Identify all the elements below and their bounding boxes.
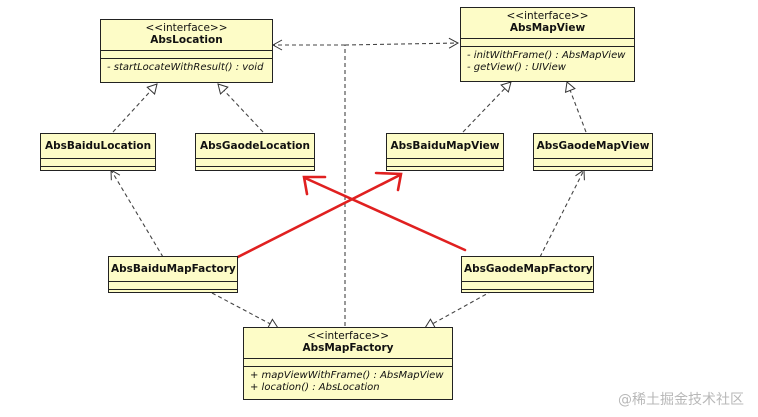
dependency-to-absmapview [344, 37, 460, 49]
operations-section: - startLocateWithResult() : void [101, 58, 272, 77]
red-arrow-baidu-factory-to-baidu-mapview [226, 173, 402, 264]
class-name: AbsLocation [150, 34, 223, 46]
realization-gaode-location [217, 83, 264, 133]
realization-gaode-mapview [564, 81, 587, 133]
attributes-section [196, 158, 314, 166]
attributes-section [462, 281, 593, 289]
class-abs-location[interactable]: <<interface>> AbsLocation - startLocateW… [100, 19, 273, 83]
class-name: AbsMapFactory [302, 342, 394, 354]
class-abs-baidu-map-view[interactable]: AbsBaiduMapView [386, 133, 504, 171]
class-abs-gaode-location[interactable]: AbsGaodeLocation [195, 133, 315, 171]
operation: + location() : AbsLocation [250, 382, 380, 393]
class-abs-gaode-map-factory[interactable]: AbsGaodeMapFactory [461, 256, 594, 293]
realization-baidu-factory [211, 292, 279, 329]
stereotype: <<interface>> [306, 330, 390, 342]
realization-gaode-factory [424, 290, 493, 329]
attributes-section [244, 358, 452, 366]
attributes-section [387, 158, 503, 166]
operations-section [41, 166, 155, 174]
class-name: AbsBaiduMapView [390, 140, 500, 152]
class-abs-gaode-map-view[interactable]: AbsGaodeMapView [533, 133, 653, 171]
attributes-section [109, 281, 237, 289]
operations-section: + mapViewWithFrame() : AbsMapView + loca… [244, 366, 452, 397]
class-name: AbsGaodeMapFactory [464, 263, 593, 275]
class-abs-map-factory[interactable]: <<interface>> AbsMapFactory + mapViewWit… [243, 327, 453, 400]
class-name: AbsMapView [509, 22, 586, 34]
attributes-section [41, 158, 155, 166]
class-name: AbsGaodeLocation [200, 140, 310, 152]
operations-section [196, 166, 314, 174]
dependency-baidu-factory-location [110, 169, 164, 258]
stereotype: <<interface>> [145, 22, 228, 34]
operation: + mapViewWithFrame() : AbsMapView [250, 370, 444, 381]
operation: - startLocateWithResult() : void [107, 62, 264, 73]
red-arrow-head-left [302, 175, 327, 196]
operations-section [462, 289, 593, 297]
dependency-gaode-factory-mapview [539, 169, 585, 258]
operation: - initWithFrame() : AbsMapView [467, 50, 626, 61]
red-arrow-gaode-factory-to-gaode-location [303, 176, 467, 252]
class-name: AbsBaiduLocation [44, 140, 152, 152]
operation: - getView() : UIView [467, 62, 566, 73]
attributes-section [101, 50, 272, 58]
red-arrow-head-right [374, 171, 403, 192]
class-name: AbsBaiduMapFactory [111, 263, 236, 275]
attributes-section [534, 158, 652, 166]
attributes-section [461, 38, 634, 46]
watermark: @稀土掘金技术社区 [618, 392, 744, 408]
class-abs-baidu-location[interactable]: AbsBaiduLocation [40, 133, 156, 171]
operations-section [387, 166, 503, 174]
operations-section [534, 166, 652, 174]
operations-section: - initWithFrame() : AbsMapView - getView… [461, 46, 634, 77]
stereotype: <<interface>> [506, 10, 589, 22]
class-abs-baidu-map-factory[interactable]: AbsBaiduMapFactory [108, 256, 238, 293]
class-abs-map-view[interactable]: <<interface>> AbsMapView - initWithFrame… [460, 7, 635, 82]
class-name: AbsGaodeMapView [536, 140, 650, 152]
operations-section [109, 289, 237, 297]
realization-baidu-location [112, 83, 158, 133]
realization-baidu-mapview [462, 81, 512, 133]
